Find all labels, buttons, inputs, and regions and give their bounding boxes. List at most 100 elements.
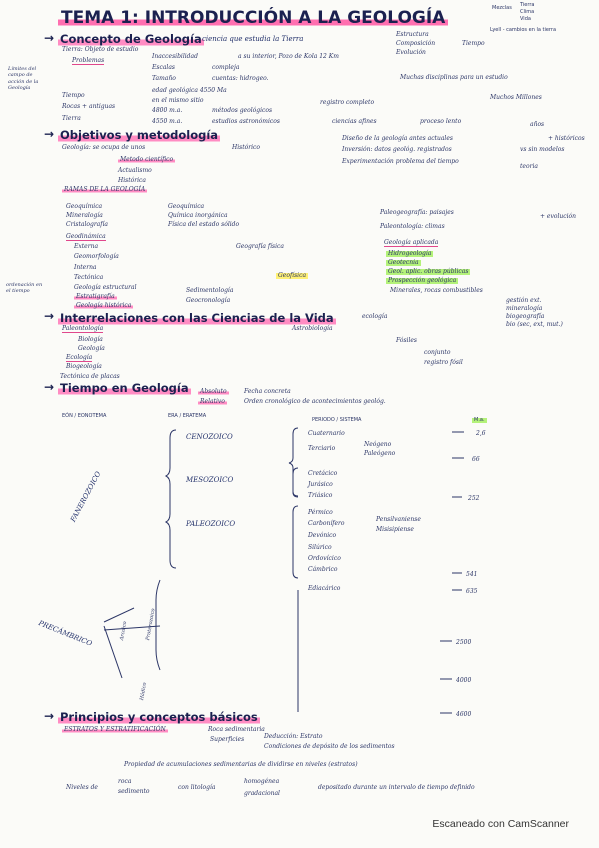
tectonica-placas: Tectónica de placas bbox=[60, 373, 120, 380]
aplicada-label: Geología aplicada bbox=[384, 239, 439, 247]
paleontologia: Paleontología bbox=[62, 325, 104, 333]
col-periodo: PERIODO / SISTEMA bbox=[312, 417, 362, 423]
geo-estructural: Geología estructural bbox=[74, 284, 137, 291]
metodo-cientifico: Metodo científico bbox=[118, 156, 176, 163]
corner-opt-2: Clima bbox=[520, 9, 535, 15]
muchas-disciplinas: Muchas disciplinas para un estudio bbox=[400, 74, 508, 81]
obj-right-2: Inversión: datos geológ. registrados bbox=[342, 146, 452, 153]
tiempo-relativo-tail: Orden cronológico de acontecimientos geo… bbox=[244, 398, 386, 405]
proceso-lento: proceso lento bbox=[420, 118, 462, 125]
period-pensilvaniense: Pensilvaniense bbox=[376, 516, 421, 523]
geo-interna: Interna bbox=[74, 264, 97, 271]
branch-composicion: Composición bbox=[396, 40, 436, 47]
period-jurasico: Jurásico bbox=[308, 481, 333, 488]
period-carbonifero: Carbonífero bbox=[308, 520, 345, 527]
arrow-icon: → bbox=[44, 127, 55, 141]
rel-right-2: mineralogía bbox=[506, 305, 543, 312]
obj-right-1: Diseño de la geología antes actuales bbox=[342, 135, 453, 142]
col-era: ERA / ERATEMA bbox=[168, 413, 207, 419]
arrow-icon: → bbox=[44, 380, 55, 394]
rel-biologia: Biología bbox=[78, 336, 103, 343]
con-litologia: con litología bbox=[178, 784, 216, 791]
limites-note: Límites del campo de acción de la Geolog… bbox=[8, 66, 39, 91]
conjunto: conjunto bbox=[424, 349, 451, 356]
superficies: Superficies bbox=[210, 736, 245, 743]
era-brace bbox=[164, 429, 177, 569]
section-principios-heading: Principios y conceptos básicos bbox=[58, 710, 260, 724]
obj-right-3: Experimentación problema del tiempo bbox=[342, 158, 459, 165]
problem-escalas: Escalas bbox=[152, 64, 175, 71]
val-4550: 4550 m.a. bbox=[152, 118, 183, 125]
geologia-historica: Geología histórica bbox=[74, 302, 134, 309]
problemas-label: Problemas bbox=[72, 57, 105, 65]
period-paleogeno: Paleógeno bbox=[364, 450, 396, 457]
problem-inaccesibilidad-tail: a su interior, Pozo de Kola 12 Km bbox=[238, 53, 339, 60]
edad-geologica: edad geológica 4550 Ma bbox=[152, 87, 227, 94]
ma-4000: 4000 bbox=[456, 677, 472, 684]
tiempo-absoluto: Absoluto bbox=[198, 388, 229, 395]
period-brace-2 bbox=[292, 467, 299, 497]
ma-635: 635 bbox=[466, 588, 478, 595]
rel-geologia: Geología bbox=[78, 345, 105, 352]
aplicada-4: Prospección geológica bbox=[386, 277, 459, 284]
ramas-mid-3: Física del estado sólido bbox=[168, 221, 240, 228]
ma-2500: 2500 bbox=[456, 639, 472, 646]
rama-mineralogia: Mineralogía bbox=[66, 212, 103, 219]
aplicada-tail: Minerales, rocas combustibles bbox=[390, 287, 483, 294]
obj-right-tail-1: + históricos bbox=[548, 135, 585, 142]
rel-right-1: gestión ext. bbox=[506, 297, 542, 304]
geo-geomorfologia: Geomorfología bbox=[74, 253, 119, 260]
period-ordovicico: Ordovícico bbox=[308, 555, 341, 562]
geografia-fisica: Geografía física bbox=[236, 243, 284, 250]
ordenacion-note: ordenación en el tiempo bbox=[6, 282, 43, 295]
period-devonico: Devónico bbox=[308, 532, 337, 539]
ma-66: 66 bbox=[472, 456, 480, 463]
roca-sedimentaria: Roca sedimentaria bbox=[208, 726, 265, 733]
ma-4600: 4600 bbox=[456, 711, 472, 718]
corner-note-1: Mezclas bbox=[492, 5, 512, 11]
anos-label: años bbox=[530, 121, 545, 128]
era-cenozoico: CENOZOICO bbox=[186, 433, 233, 441]
page-title: TEMA 1: INTRODUCCIÓN A LA GEOLOGÍA bbox=[58, 10, 449, 27]
ramas-label: RAMAS DE LA GEOLOGÍA bbox=[62, 186, 148, 193]
corner-opt-3: Vida bbox=[520, 16, 531, 22]
objeto-estudio: Tierra: Objeto de estudio bbox=[62, 46, 139, 53]
niveles-sedimento: sedimento bbox=[118, 788, 150, 795]
era-mesozoico: MESOZOICO bbox=[186, 476, 234, 484]
obj-right-tail-3: teoria bbox=[520, 163, 538, 170]
geocronologia: Geocronología bbox=[186, 297, 231, 304]
period-cambrico: Cámbrico bbox=[308, 566, 338, 573]
period-cuaternario: Cuaternario bbox=[308, 430, 345, 437]
registro-completo: registro completo bbox=[320, 99, 375, 106]
estratigrafia: Estratigrafía bbox=[74, 293, 117, 300]
arrow-icon: → bbox=[44, 709, 55, 723]
period-brace-3 bbox=[292, 505, 299, 579]
section-concepto-heading: Concepto de Geología bbox=[58, 32, 204, 46]
geo-externa: Externa bbox=[74, 243, 99, 250]
precambrian-brace bbox=[155, 579, 161, 671]
sedimentologia: Sedimentología bbox=[186, 287, 234, 294]
ma-252: 252 bbox=[468, 495, 480, 502]
problem-inaccesibilidad: Inaccesibilidad bbox=[152, 53, 198, 60]
ramas-mid-1: Geoquímica bbox=[168, 203, 205, 210]
condiciones-deposito: Condiciones de depósito de los sedimento… bbox=[264, 743, 395, 750]
ciencias-afines: ciencias afines bbox=[332, 118, 377, 125]
era-paleozoico: PALEOZOICO bbox=[186, 520, 236, 528]
geodinamica-label: Geodinámica bbox=[66, 233, 106, 241]
deduccion-estrato: Deducción: Estrato bbox=[264, 733, 323, 740]
rel-right-3: biogeografía bbox=[506, 313, 545, 320]
metodos-geologicos: métodos geológicos bbox=[212, 107, 273, 114]
depositado-intervalo: depositado durante un intervalo de tiemp… bbox=[318, 784, 475, 791]
period-triasico: Triásico bbox=[308, 492, 333, 499]
col-ma: M.a. bbox=[472, 417, 487, 423]
corner-note-2: Lyell - cambios en la tierra bbox=[490, 27, 557, 33]
estratos-label: ESTRATOS Y ESTRATIFICACIÓN bbox=[62, 726, 168, 733]
period-silurico: Silúrico bbox=[308, 544, 332, 551]
period-misisipiense: Misisipiense bbox=[376, 526, 414, 533]
historica: Histórica bbox=[118, 177, 146, 184]
actualismo: Actualismo bbox=[118, 167, 152, 174]
muchos-millones: Muchos Millones bbox=[490, 94, 542, 101]
ma-2-6: 2,6 bbox=[476, 430, 486, 437]
